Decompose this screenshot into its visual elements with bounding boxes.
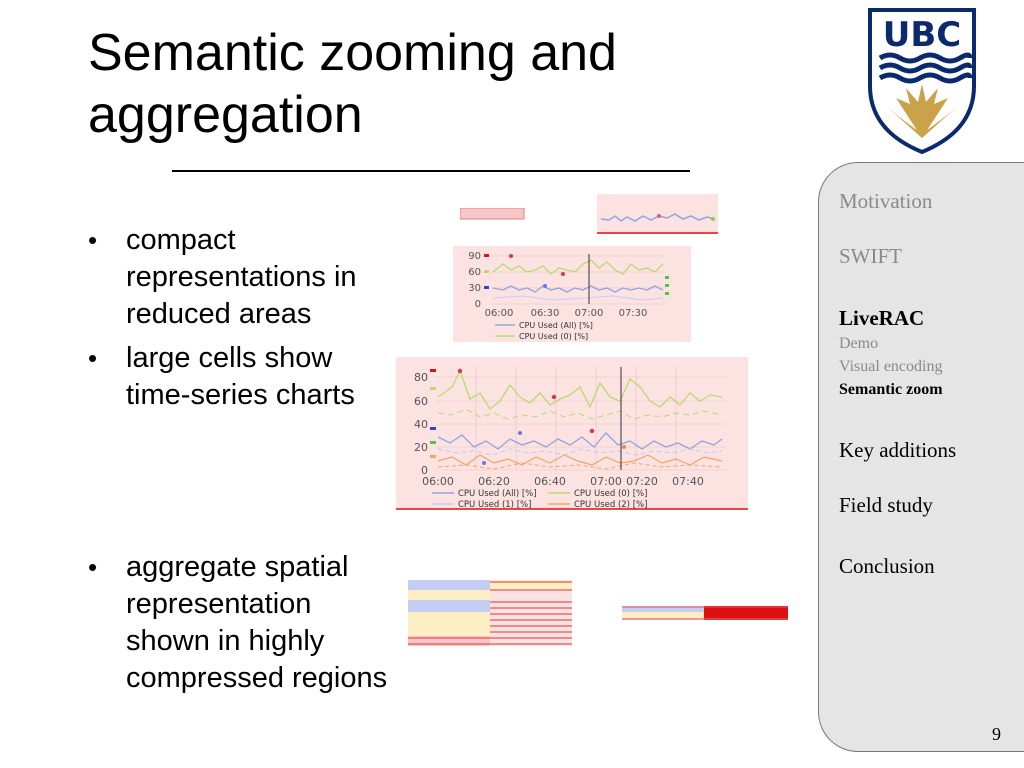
tiny-cell (460, 208, 525, 220)
x-tick: 06:30 (531, 308, 560, 319)
nav-subitem-semantic-zoom[interactable]: Semantic zoom (839, 381, 943, 398)
x-tick: 07:30 (619, 308, 648, 319)
nav-item-conclusion[interactable]: Conclusion (839, 554, 935, 578)
y-tick: 40 (414, 418, 428, 431)
legend-label: CPU Used (All) [%] (458, 489, 537, 499)
large-chart: 80 60 40 20 0 06:00 06:20 06:40 07:00 07… (396, 357, 748, 510)
bullet-text: compact representations in reduced areas (126, 224, 357, 330)
nav-item-motivation[interactable]: Motivation (839, 189, 933, 213)
x-tick: 07:00 (590, 475, 622, 488)
nav-item-key-additions[interactable]: Key additions (839, 438, 957, 462)
aggregate-band-strip (622, 606, 788, 620)
nav-item-swift[interactable]: SWIFT (839, 244, 902, 268)
nav-item-field-study[interactable]: Field study (839, 493, 933, 517)
x-tick: 06:00 (422, 475, 454, 488)
x-tick: 06:20 (478, 475, 510, 488)
bullet-text: aggregate spatial representation shown i… (126, 551, 388, 694)
nav-subitem-demo[interactable]: Demo (839, 335, 879, 352)
x-tick: 07:00 (575, 308, 604, 319)
logo-text: UBC (883, 15, 961, 55)
nav-subitem-visual-encoding[interactable]: Visual encoding (839, 358, 943, 375)
bullet-dot-icon: • (88, 552, 98, 582)
sparkline-cell (597, 194, 718, 234)
y-tick: 0 (475, 299, 481, 310)
legend-label: CPU Used (All) [%] (519, 321, 593, 330)
x-tick: 06:00 (485, 308, 514, 319)
y-tick: 20 (414, 441, 428, 454)
y-tick: 30 (468, 283, 481, 294)
y-tick: 80 (414, 371, 428, 384)
x-tick: 07:40 (672, 475, 704, 488)
x-tick: 06:40 (534, 475, 566, 488)
legend-label: CPU Used (0) [%] (574, 489, 647, 499)
page-number: 9 (992, 724, 1001, 744)
y-tick: 60 (468, 267, 481, 278)
y-tick: 60 (414, 395, 428, 408)
legend-label: CPU Used (0) [%] (519, 332, 588, 341)
y-tick: 0 (421, 464, 428, 477)
slide-title: Semantic zooming and aggregation (88, 24, 617, 144)
bullet-dot-icon: • (88, 343, 98, 373)
aggregate-band-block (408, 580, 572, 646)
sidebar-nav: Motivation SWIFT LiveRAC Demo Visual enc… (818, 162, 1024, 752)
legend-label: CPU Used (2) [%] (574, 500, 647, 510)
medium-chart: 90 60 30 0 06:00 06:30 07:00 07:30 CPU U… (453, 246, 691, 342)
title-underline (172, 170, 690, 172)
x-tick: 07:20 (626, 475, 658, 488)
legend-label: CPU Used (1) [%] (458, 500, 531, 510)
y-tick: 90 (468, 251, 481, 262)
ubc-crest-icon: UBC (868, 8, 976, 154)
bullet-text: large cells show time-series charts (126, 342, 355, 411)
bullet-dot-icon: • (88, 225, 98, 255)
nav-item-liverac[interactable]: LiveRAC (839, 306, 925, 330)
